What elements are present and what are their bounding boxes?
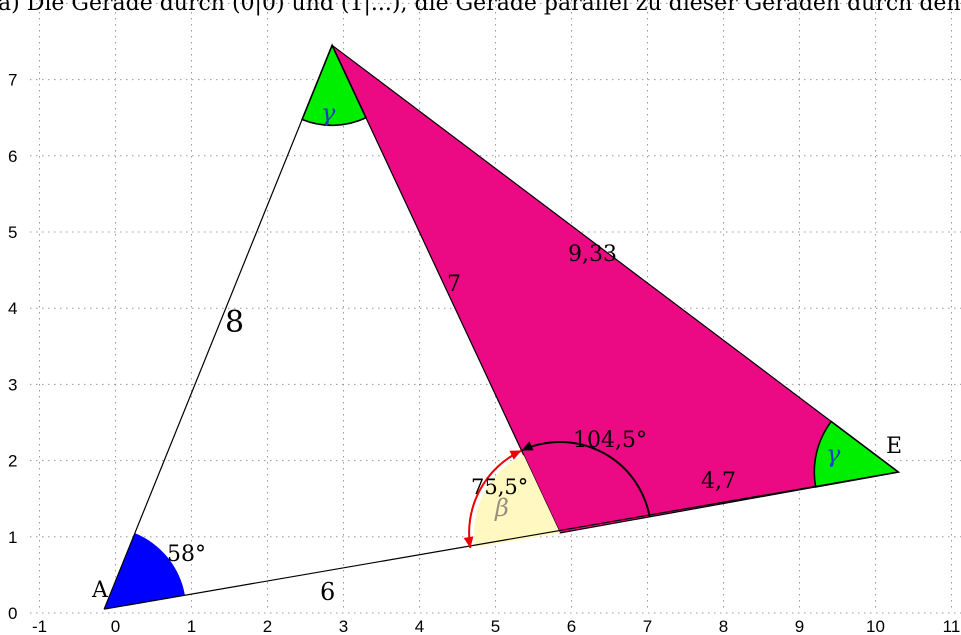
side-ac-label: 8 bbox=[225, 305, 244, 340]
x-tick-label: 2 bbox=[263, 617, 272, 635]
angle-a-label: 58° bbox=[167, 542, 206, 567]
side-ad-label: 6 bbox=[320, 578, 335, 606]
x-tick-labels: -1 0 1 2 3 4 5 6 7 8 9 10 11 bbox=[32, 617, 960, 635]
x-tick-label: 1 bbox=[187, 617, 196, 635]
x-tick-label: 10 bbox=[866, 617, 885, 635]
y-tick-label: 6 bbox=[8, 147, 17, 166]
grid bbox=[30, 0, 961, 614]
gamma-sector-c bbox=[301, 43, 368, 127]
y-tick-labels: 0 1 2 3 4 5 6 7 bbox=[8, 71, 17, 623]
y-tick-label: 5 bbox=[8, 223, 17, 242]
x-tick-label: 6 bbox=[567, 617, 576, 635]
y-tick-label: 1 bbox=[8, 528, 17, 547]
label-a: A bbox=[91, 578, 109, 603]
angle-a-sector bbox=[104, 533, 185, 610]
y-tick-label: 0 bbox=[8, 604, 17, 623]
beta-angle-arc bbox=[468, 449, 522, 549]
gamma-symbol-c: γ bbox=[321, 99, 336, 127]
side-de-label: 4,7 bbox=[701, 469, 736, 494]
y-tick-label: 3 bbox=[8, 375, 17, 394]
x-tick-label: 11 bbox=[943, 617, 961, 635]
side-cd-label: 7 bbox=[447, 272, 461, 297]
top-text: a) Die Gerade durch (0|0) und (1|...), d… bbox=[0, 0, 961, 16]
gamma-symbol-e: γ bbox=[826, 440, 841, 468]
side-ae bbox=[103, 471, 899, 610]
x-tick-label: 5 bbox=[491, 617, 500, 635]
x-tick-label: 3 bbox=[339, 617, 348, 635]
x-tick-label: -1 bbox=[32, 617, 47, 635]
beta-arrowhead-end bbox=[463, 536, 474, 548]
x-tick-label: 9 bbox=[795, 617, 804, 635]
exterior-angle-label: 104,5° bbox=[573, 428, 647, 453]
exterior-arrowhead bbox=[521, 441, 534, 451]
angle-beta-value: 75,5° bbox=[471, 475, 528, 499]
beta-sector bbox=[474, 455, 561, 548]
gamma-sector-e bbox=[813, 420, 901, 488]
side-ac bbox=[103, 45, 333, 610]
beta-arrowhead-start bbox=[509, 450, 522, 460]
x-tick-label: 4 bbox=[415, 617, 424, 635]
y-tick-label: 4 bbox=[8, 299, 17, 318]
x-tick-label: 8 bbox=[719, 617, 728, 635]
y-tick-label: 2 bbox=[8, 452, 17, 471]
triangle-cde bbox=[331, 44, 900, 534]
x-tick-label: 0 bbox=[111, 617, 120, 635]
x-tick-label: 7 bbox=[643, 617, 652, 635]
y-tick-label: 7 bbox=[8, 71, 17, 90]
exterior-angle-arc bbox=[521, 440, 651, 518]
side-ce-label: 9,33 bbox=[568, 242, 617, 267]
beta-symbol: β bbox=[494, 494, 509, 522]
label-e: E bbox=[886, 434, 902, 459]
